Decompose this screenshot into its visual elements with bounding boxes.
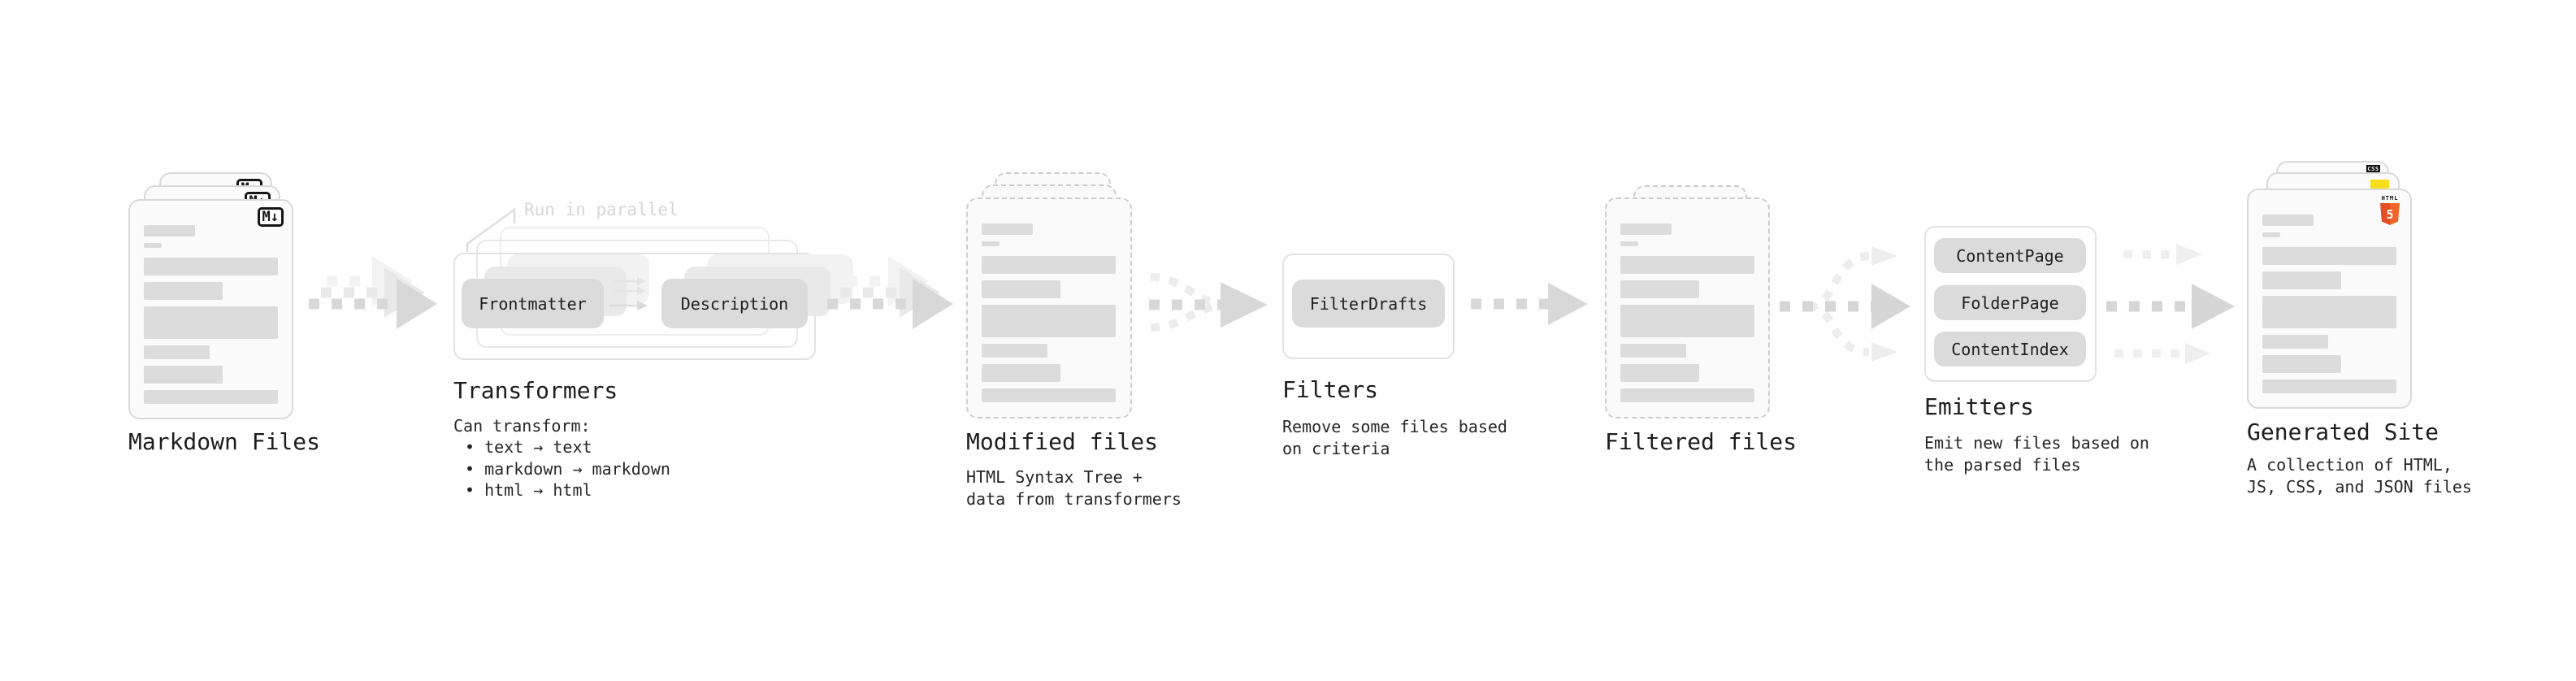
file-card [1605,197,1770,419]
generated-site-stack: CSS HTML 5 [2247,161,2412,409]
flow-arrow-markdown-to-transformers [309,256,437,329]
text-line-placeholder [144,366,223,384]
flow-arrow-filtered-to-emitters [1780,246,1910,362]
stage-label-filters: Filters [1282,376,1379,403]
emitter-pill-folderpage: FolderPage [1934,285,2086,320]
doc-content-placeholder [982,223,1117,402]
stage-description-emitters: Emit new files based on the parsed files [1924,433,2149,475]
text-line-placeholder [1620,280,1699,298]
flow-arrow-transformers-to-modified [827,256,953,329]
markdown-icon: M↓ [257,207,284,227]
text-line-placeholder [144,345,210,359]
stage-label-markdown-files: Markdown Files [128,428,321,455]
text-line-placeholder [2262,232,2280,237]
file-card [966,197,1132,419]
emitters-box [1924,226,2097,382]
emitter-pill-contentindex: ContentIndex [1934,332,2086,367]
stage-label-emitters: Emitters [1924,393,2034,420]
text-line-placeholder [1620,344,1686,358]
filter-pill-filterdrafts: FilterDrafts [1292,280,1445,327]
text-line-placeholder [982,241,1000,246]
text-line-placeholder [144,306,278,339]
stage-label-modified-files: Modified files [966,428,1159,455]
text-line-placeholder [982,280,1060,298]
text-line-placeholder [982,388,1116,402]
flow-arrow-filters-to-filtered [1471,283,1588,325]
file-card: HTML 5 [2247,189,2412,409]
run-in-parallel-annotation: Run in parallel [524,200,679,219]
bullet-item: • text → text [465,437,592,457]
text-line-placeholder [144,258,278,275]
flow-arrow-emitters-to-site [2106,244,2235,364]
text-line-placeholder [1620,241,1638,246]
flow-arrow-modified-to-filters [1149,273,1268,332]
text-line-placeholder [2262,335,2328,349]
stage-label-transformers: Transformers [453,377,618,404]
stage-description-filters: Remove some files based on criteria [1282,417,1507,458]
text-line-placeholder [982,256,1116,274]
transformers-caption: Can transform: [453,416,591,436]
doc-content-placeholder [2262,215,2396,393]
js-icon [2370,180,2389,190]
filters-box [1282,254,1455,359]
doc-content-placeholder [1620,223,1754,402]
text-line-placeholder [982,344,1047,358]
text-line-placeholder [982,305,1116,337]
emitter-pill-contentpage: ContentPage [1934,238,2086,273]
text-line-placeholder [982,223,1033,235]
text-line-placeholder [1620,364,1699,382]
text-line-placeholder [1620,256,1754,274]
text-line-placeholder [1620,305,1754,337]
transformers-bullet-list: • text → text • markdown → markdown • ht… [453,436,670,501]
text-line-placeholder [2262,380,2396,393]
pill-flow-arrows [609,277,648,310]
text-line-placeholder [2262,271,2341,289]
markdown-files-stack: M↓ M↓ M↓ [128,172,293,419]
text-line-placeholder [144,225,195,236]
text-line-placeholder [2262,355,2341,373]
text-line-placeholder [982,364,1060,382]
stage-label-filtered-files: Filtered files [1605,428,1798,455]
text-line-placeholder [144,243,162,248]
transformer-pill-frontmatter: Frontmatter [462,279,604,328]
text-line-placeholder [2262,296,2396,328]
bullet-item: • markdown → markdown [465,458,670,479]
text-line-placeholder [2262,247,2396,265]
text-line-placeholder [1620,388,1754,402]
stage-description-generated-site: A collection of HTML, JS, CSS, and JSON … [2247,455,2472,497]
text-line-placeholder [1620,223,1672,235]
text-line-placeholder [144,390,278,404]
modified-files-stack [966,172,1132,419]
bullet-item: • html → html [465,480,592,500]
stage-description-modified-files: HTML Syntax Tree + data from transformer… [966,467,1182,509]
text-line-placeholder [2262,215,2314,226]
html5-icon: HTML 5 [2379,195,2400,225]
callout-line [466,207,516,252]
file-card: M↓ [128,199,293,419]
transformer-pill-description: Description [661,279,808,328]
filtered-files-stack [1605,185,1770,419]
doc-content-placeholder [144,225,278,404]
stage-label-generated-site: Generated Site [2247,419,2439,445]
text-line-placeholder [144,282,223,300]
